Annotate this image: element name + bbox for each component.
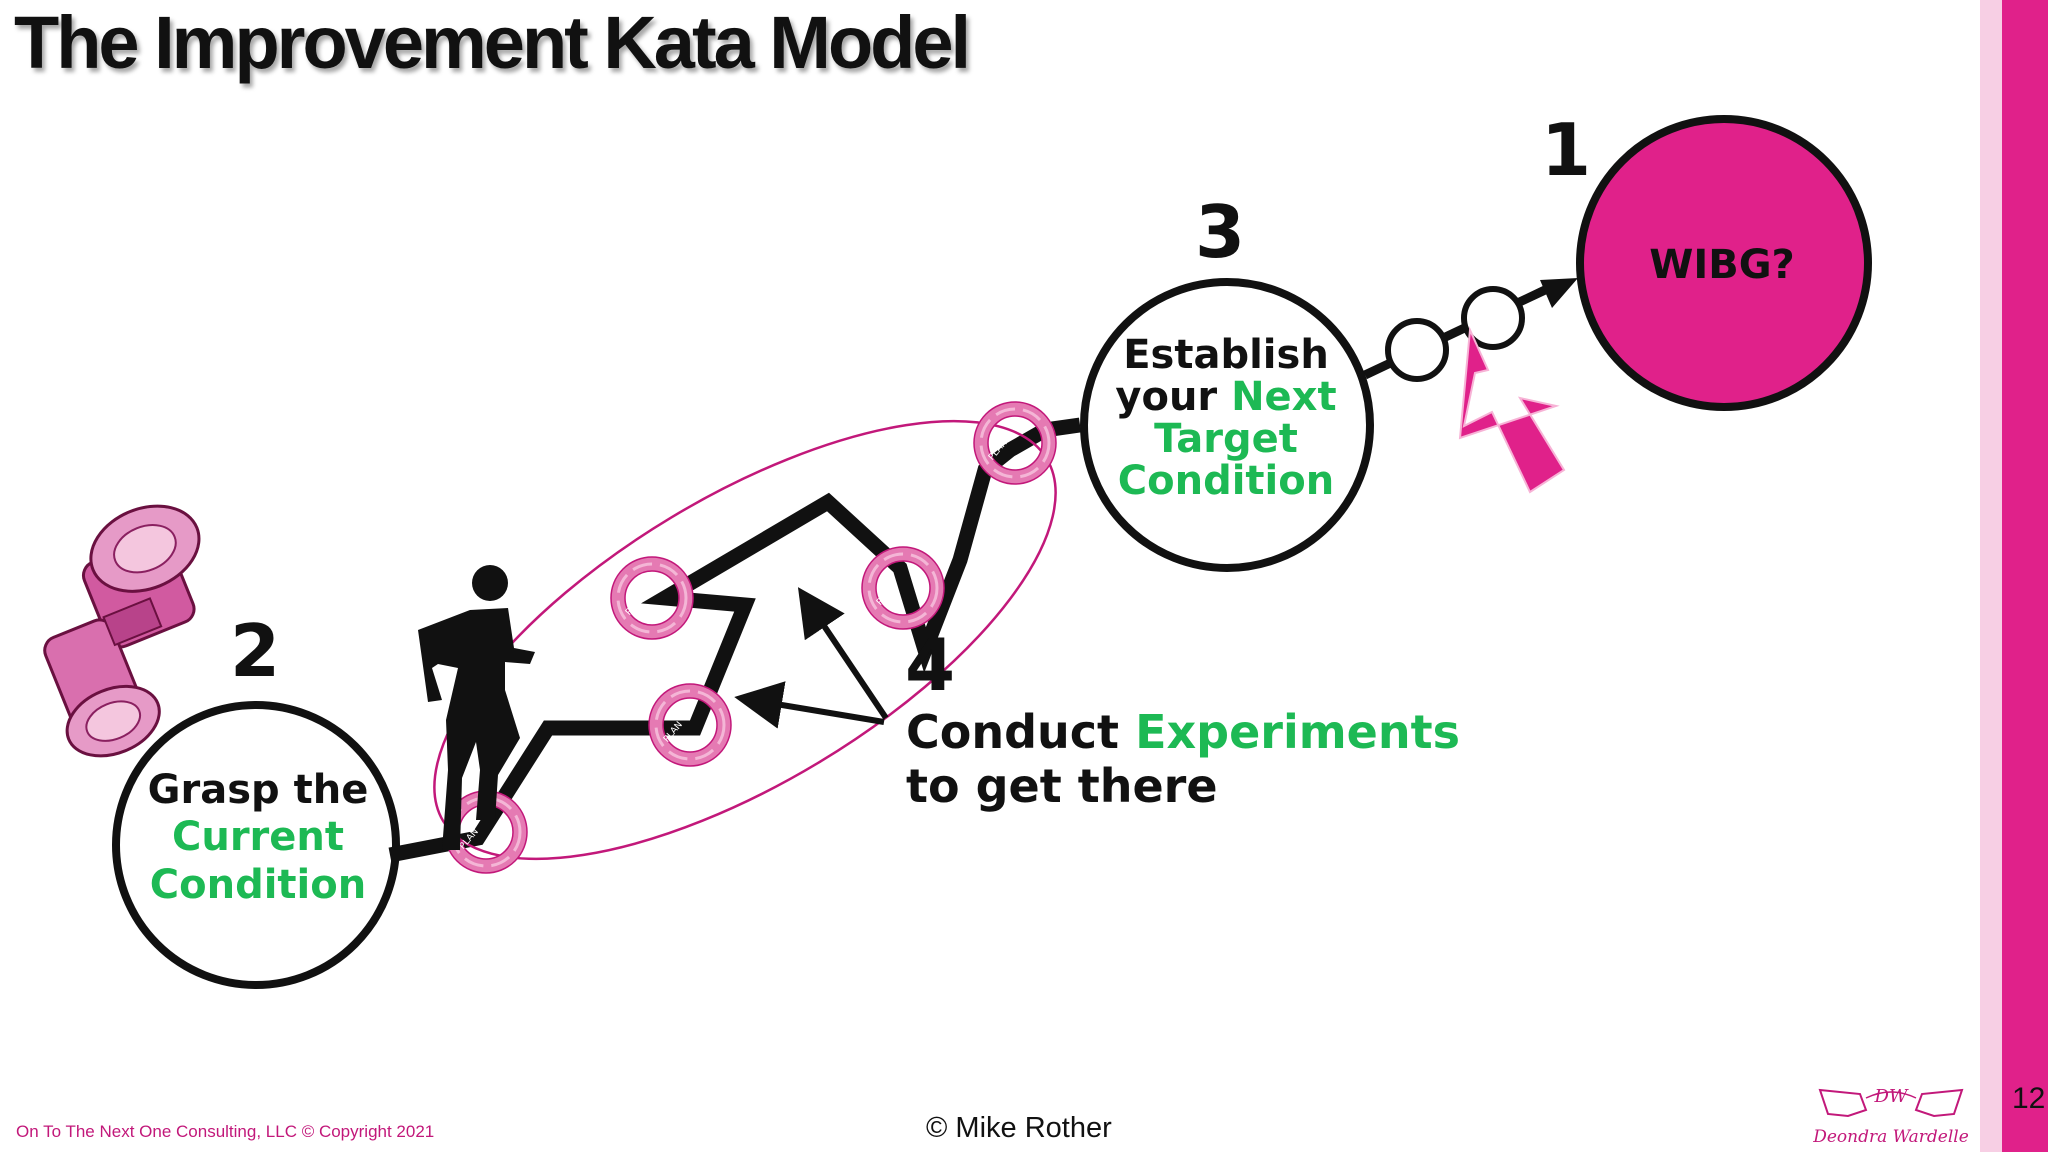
binoculars-icon — [43, 504, 201, 758]
page-number: 12 — [2012, 1082, 2046, 1115]
step-2-number: 2 — [230, 609, 280, 693]
step-2-label-line3: Condition — [150, 862, 366, 908]
connector-to-vision — [1363, 278, 1578, 382]
step-4-number: 4 — [905, 623, 955, 707]
slide-title: The Improvement Kata Model — [14, 1, 971, 84]
side-stripe-light — [1980, 0, 2002, 1152]
pink-arrow-icon — [1458, 326, 1566, 494]
step-1-circle: WIBG? — [1576, 115, 1872, 411]
pdca-plan-label: PLAN — [875, 583, 898, 607]
step-3-label-your: your — [1115, 374, 1231, 420]
footer-credit: © Mike Rother — [926, 1112, 1112, 1144]
experiment-pointer-arrows — [734, 587, 889, 729]
step-3-label-next: Next — [1231, 374, 1337, 420]
step-4-label-experiments: Experiments — [1135, 705, 1460, 759]
step-4-label-line1: Conduct Experiments — [906, 705, 1460, 759]
logo-name: Deondra Wardelle — [1812, 1127, 1969, 1147]
logo-initials: DW — [1874, 1086, 1909, 1107]
brand-logo: DW Deondra Wardelle — [1812, 1086, 1969, 1147]
step-3-label-line1: Establish — [1123, 332, 1329, 378]
step-3-label-line4: Condition — [1118, 458, 1334, 504]
step-1-label: WIBG? — [1649, 242, 1795, 288]
experiment-path — [388, 417, 1082, 863]
step-4-label-conduct: Conduct — [906, 705, 1135, 759]
step-2-label-line2: Current — [172, 814, 344, 860]
pdca-plan-label: PLAN — [624, 593, 647, 617]
step-3-number: 3 — [1195, 190, 1245, 274]
climbing-person-icon — [418, 565, 535, 850]
step-2-label-line1: Grasp the — [148, 767, 369, 813]
side-stripe-dark — [2002, 0, 2048, 1152]
step-4-label-line2: to get there — [906, 759, 1218, 813]
step-3-circle: Establish your Next Target Condition — [1080, 278, 1374, 572]
step-3-label-line3: Target — [1154, 416, 1298, 462]
footer-copyright: On To The Next One Consulting, LLC © Cop… — [16, 1122, 435, 1141]
step-1-number: 1 — [1541, 108, 1591, 192]
step-3-label-line2: your Next — [1115, 374, 1336, 420]
step-2-circle: Grasp the Current Condition — [112, 701, 400, 989]
